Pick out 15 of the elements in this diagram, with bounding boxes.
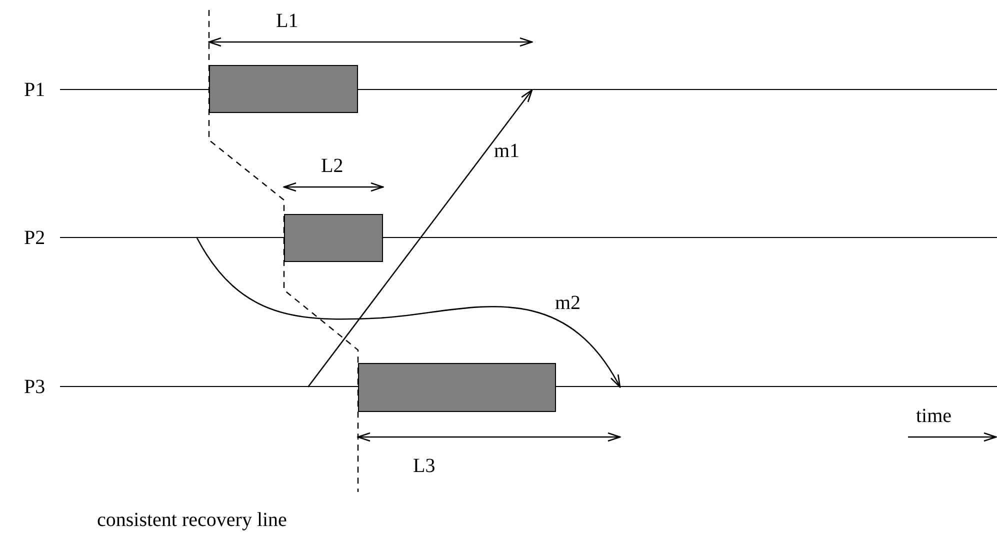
checkpoint-block [209, 65, 358, 113]
line-caption: consistent recovery line [97, 509, 287, 531]
process-label: P3 [24, 376, 46, 398]
message-label: m1 [494, 140, 520, 162]
dimension-label: L3 [413, 455, 436, 477]
axis-label: time [916, 405, 952, 427]
process-label: P2 [24, 227, 46, 249]
process-label: P1 [24, 79, 46, 101]
checkpoint-block [284, 214, 383, 262]
checkpoint-block [358, 363, 556, 412]
dimension-label: L2 [321, 155, 344, 177]
dimension-label: L1 [276, 10, 298, 32]
message-arrow [196, 238, 621, 388]
message-arrow [307, 89, 533, 388]
message-label: m2 [555, 292, 581, 314]
